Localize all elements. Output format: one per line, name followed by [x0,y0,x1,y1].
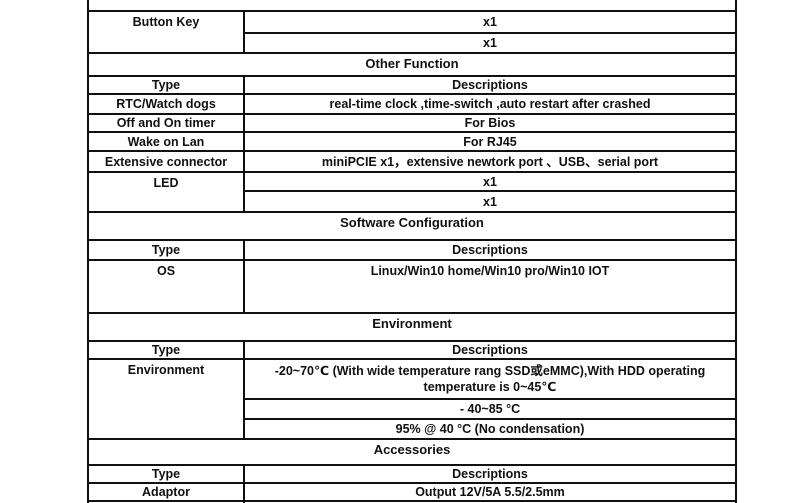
table-left-edge-line [87,0,89,12]
spec-label-cell: RTC/Watch dogs [87,93,245,115]
spec-label-cell: Type [87,75,245,95]
spec-label-cell [87,500,245,503]
table-row: Type Descriptions [87,75,737,95]
table-right-edge-line [735,0,737,12]
spec-value-cell: x1 [243,171,737,192]
spec-value-cell: Descriptions [243,464,737,484]
table-row: Adaptor Output 12V/5A 5.5/2.5mm [87,482,737,502]
spec-label-cell: Type [87,239,245,261]
section-header-cell: Accessories [87,438,737,466]
table-row: Accessories [87,438,737,466]
table-row: Other Function [87,52,737,77]
table-row: x1 [88,32,737,54]
table-row: Software Configuration [87,211,737,241]
spec-label-cell: Type [87,340,245,360]
table-row: Environment [87,312,737,342]
spec-value-cell: x1 [243,32,737,54]
table-row: Type Descriptions [87,464,737,484]
table-row: - 40~85 °C [88,398,737,420]
spec-table: Button Key x1 x1 Other Function Type Des… [87,10,737,503]
table-row: LED x1 [87,171,737,213]
spec-label-cell: Environment [87,358,245,440]
spec-value-cell: For Bios [243,113,737,133]
table-row: Environment -20~70℃ (With wide temperatu… [87,358,737,440]
spec-label-cell: Wake on Lan [87,131,245,152]
spec-value-cell: - 40~85 °C [243,398,737,420]
spec-value-cell: -20~70℃ (With wide temperature rang SSD或… [243,358,737,400]
table-row: RTC/Watch dogs real-time clock ,time-swi… [87,93,737,115]
table-row: Button Key x1 [87,10,737,54]
spec-label-cell: OS [87,259,245,314]
spec-value-cell: real-time clock ,time-switch ,auto resta… [243,93,737,115]
spec-value-cell [243,500,737,503]
table-row: OS Linux/Win10 home/Win10 pro/Win10 IOT [87,259,737,314]
spec-value-cell: x1 [243,10,737,34]
table-row: x1 [88,190,737,213]
spec-label-cell: Button Key [87,10,245,54]
table-row: Type Descriptions [87,239,737,261]
spec-value-cell: 95% @ 40 °C (No condensation) [243,418,737,440]
section-header-cell: Other Function [87,52,737,77]
section-header-cell: Software Configuration [87,211,737,241]
table-row: Wake on Lan For RJ45 [87,131,737,152]
table-row: Type Descriptions [87,340,737,360]
spec-value-cell: Descriptions [243,239,737,261]
spec-value-cell: For RJ45 [243,131,737,152]
spec-value-cell: Descriptions [243,75,737,95]
spec-value-cell: x1 [243,190,737,213]
spec-label-cell: Extensive connector [87,150,245,173]
spec-label-cell: Type [87,464,245,484]
section-header-cell: Environment [87,312,737,342]
table-row: Off and On timer For Bios [87,113,737,133]
spec-label-cell: Off and On timer [87,113,245,133]
spec-value-cell: miniPCIE x1，extensive newtork port 、USB、… [243,150,737,173]
spec-value-cell: Descriptions [243,340,737,360]
spec-value-cell: Output 12V/5A 5.5/2.5mm [243,482,737,502]
spec-label-cell: LED [87,171,245,213]
table-row-cropped [87,500,737,503]
table-row: 95% @ 40 °C (No condensation) [88,418,737,440]
spec-label-cell: Adaptor [87,482,245,502]
table-row: Extensive connector miniPCIE x1，extensiv… [87,150,737,173]
spec-value-cell: Linux/Win10 home/Win10 pro/Win10 IOT [243,259,737,314]
